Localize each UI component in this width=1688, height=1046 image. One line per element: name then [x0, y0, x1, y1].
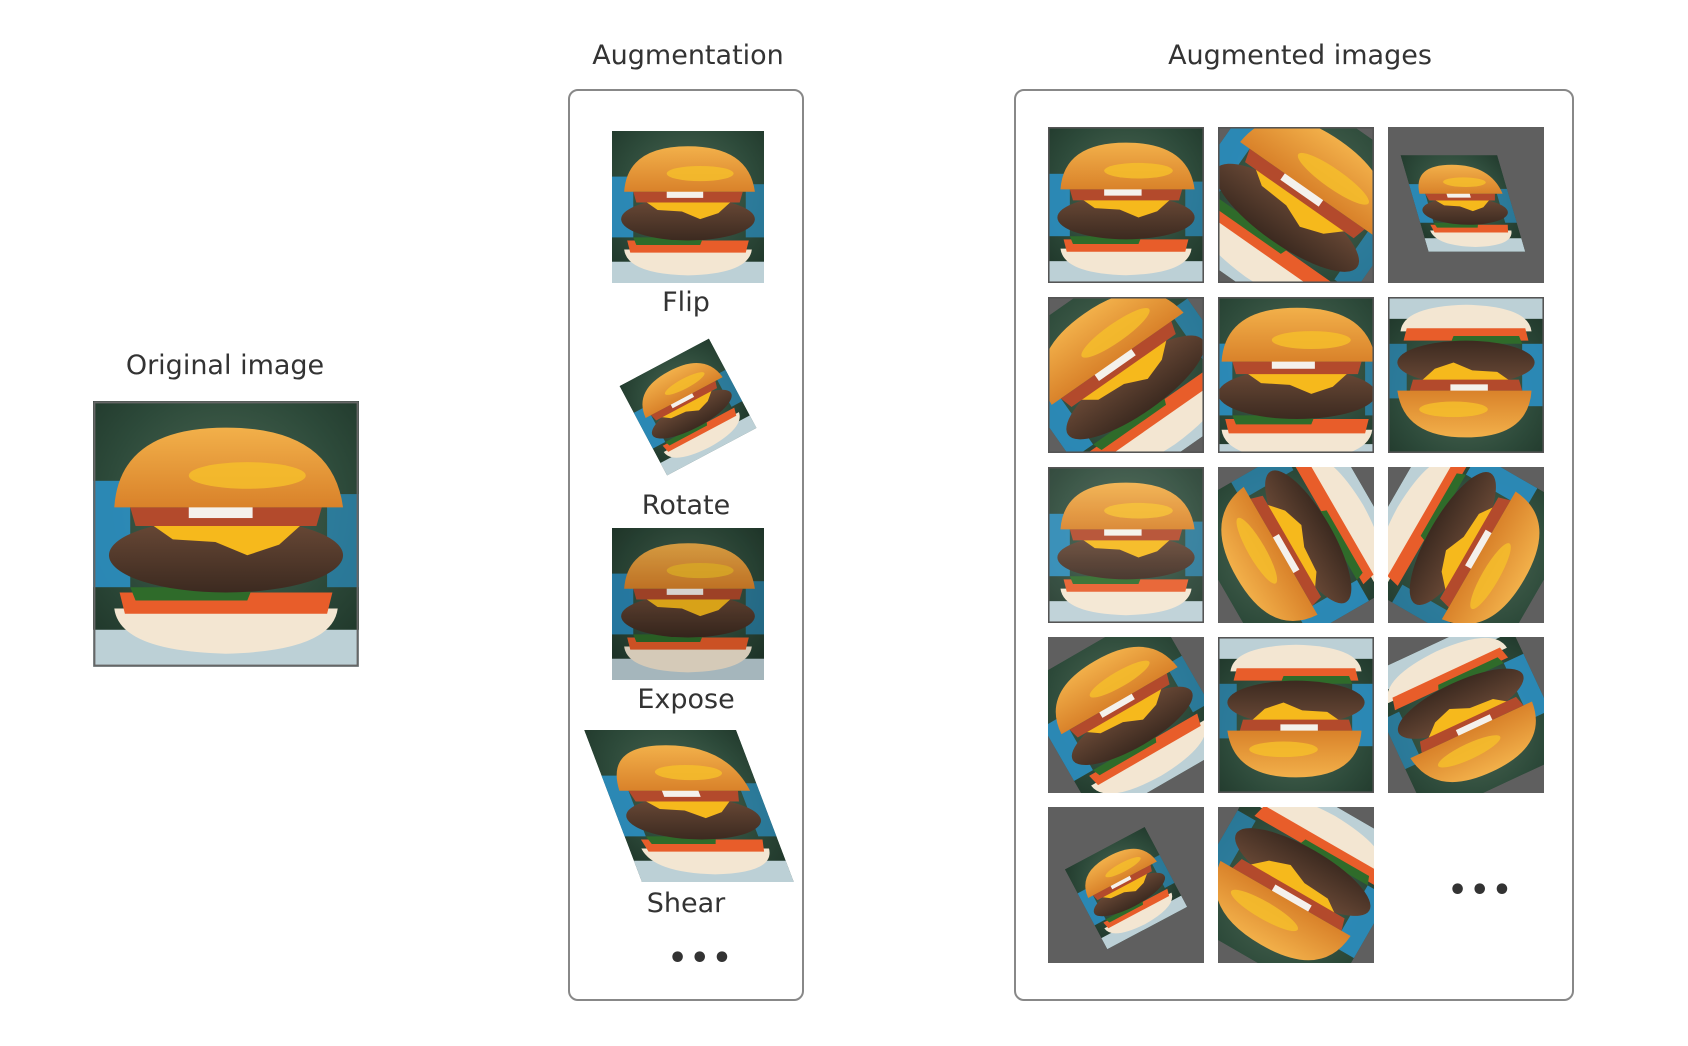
- augmented-image-6: [1388, 297, 1544, 453]
- original-burger-image: [93, 401, 359, 667]
- augmented-image-7: [1048, 467, 1204, 623]
- rotate-label: Rotate: [641, 490, 731, 521]
- shear-example-image: [584, 730, 794, 882]
- augmented-image-5: [1218, 297, 1374, 453]
- augmented-image-13: [1048, 807, 1204, 963]
- augmented-image-4: [1048, 297, 1204, 453]
- expose-label: Expose: [637, 684, 735, 715]
- augmented-image-12: [1388, 637, 1544, 793]
- augmented-images-title: Augmented images: [1168, 40, 1432, 71]
- flip-label: Flip: [662, 287, 710, 318]
- augmented-image-3: [1388, 127, 1544, 283]
- augmented-more-ellipsis: •••: [1448, 873, 1515, 908]
- shear-label: Shear: [646, 888, 726, 919]
- augmented-image-11: [1218, 637, 1374, 793]
- augmented-image-14: [1218, 807, 1374, 963]
- expose-example-image: [612, 528, 764, 680]
- augmented-image-8: [1218, 467, 1374, 623]
- original-image-title: Original image: [125, 350, 325, 381]
- augmented-image-10: [1048, 637, 1204, 793]
- augmented-image-9: [1388, 467, 1544, 623]
- augmented-image-1: [1048, 127, 1204, 283]
- augmentation-title: Augmentation: [592, 40, 784, 71]
- rotate-example-image: [619, 338, 757, 476]
- augmented-image-2: [1218, 127, 1374, 283]
- flip-example-image: [612, 131, 764, 283]
- augmentation-more-ellipsis: •••: [668, 941, 735, 976]
